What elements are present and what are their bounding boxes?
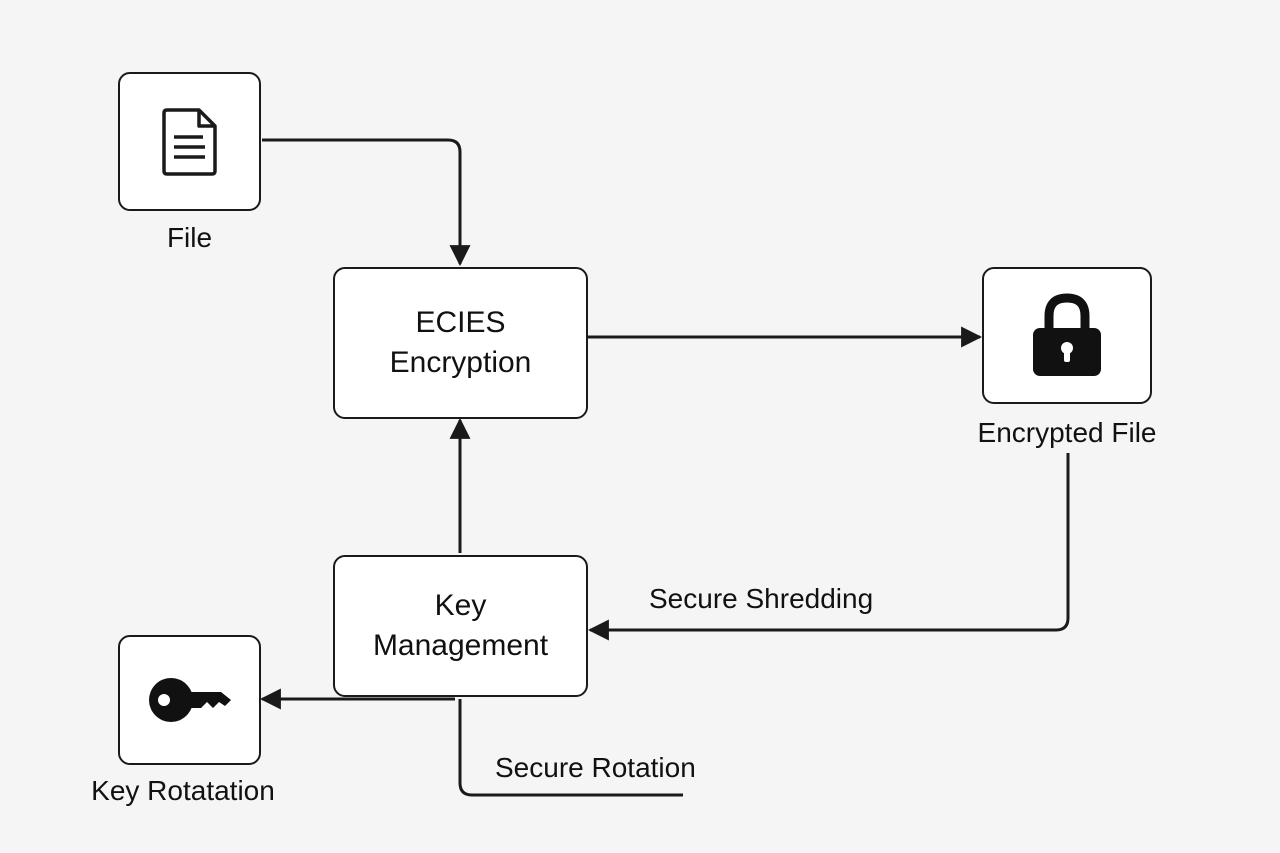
secure-shredding-label: Secure Shredding [649, 583, 874, 614]
document-icon [161, 107, 217, 176]
ecies-encryption-node[interactable]: ECIES Encryption [333, 267, 588, 419]
key-icon [148, 678, 231, 722]
file-label: File [166, 222, 213, 253]
secure-rotation-label: Secure Rotation [495, 752, 696, 783]
file-node[interactable] [118, 72, 261, 211]
key-rotation-label: Key Rotatation [91, 775, 275, 806]
encrypted-file-node[interactable] [982, 267, 1152, 404]
key-management-label-line1: Key [434, 589, 487, 622]
key-management-label-line2: Management [372, 629, 549, 662]
ecies-label-line2: Encryption [389, 346, 532, 379]
key-management-node[interactable]: Key Management [333, 555, 588, 697]
edge-file-to-ecies [262, 138, 471, 267]
key-rotation-node[interactable] [118, 635, 261, 765]
ecies-label-line1: ECIES [415, 306, 506, 339]
lock-icon [1033, 292, 1101, 376]
edge-secure-rotation [458, 699, 683, 797]
edge-shredding [587, 453, 1070, 641]
encrypted-file-label: Encrypted File [977, 417, 1157, 448]
